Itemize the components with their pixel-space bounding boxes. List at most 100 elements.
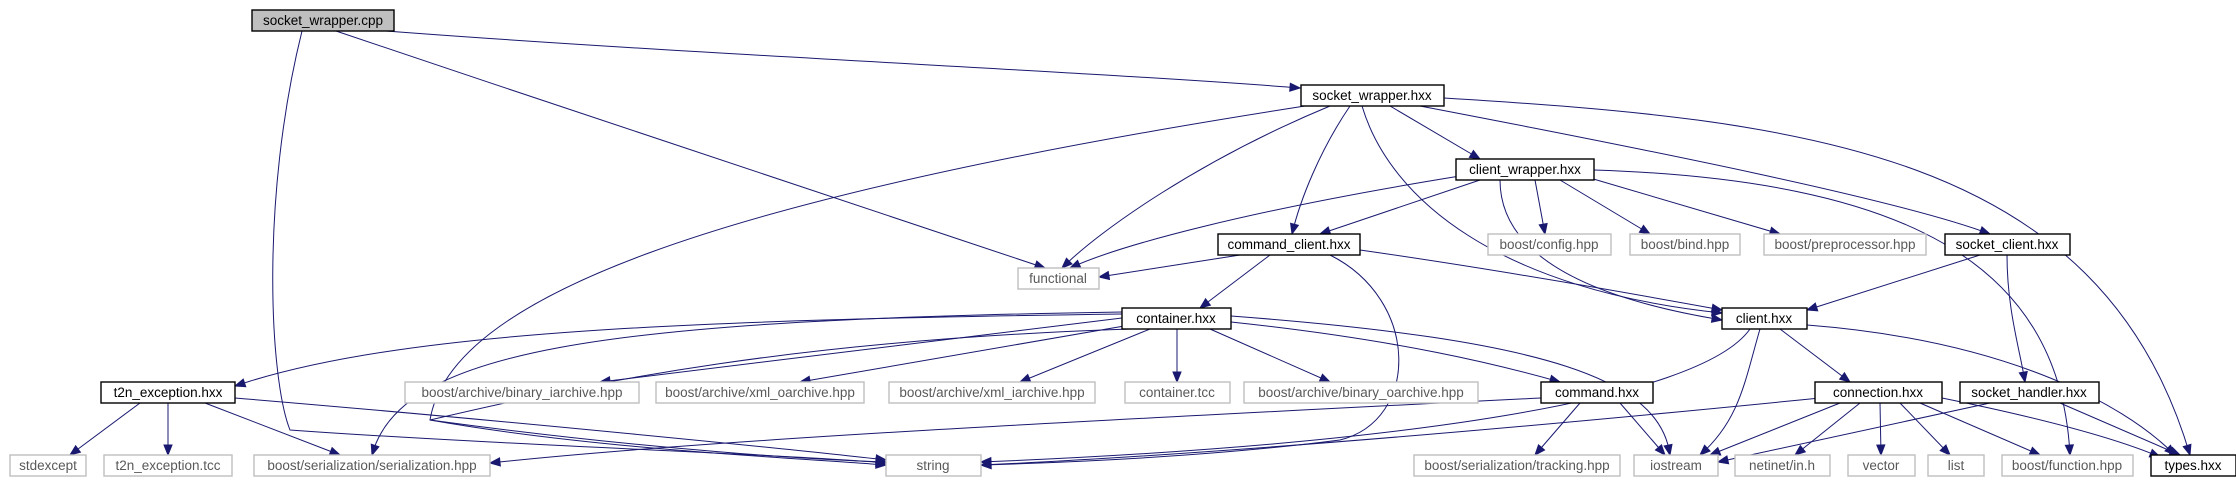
- node-string[interactable]: string: [885, 454, 982, 477]
- node-boost-function-hpp[interactable]: boost/function.hpp: [2001, 454, 2134, 477]
- edge-command-client-hxx-to-container-hxx: [1198, 254, 1271, 309]
- node-boost-serialization-serialization-hpp[interactable]: boost/serialization/serialization.hpp: [253, 454, 491, 477]
- node-command-client-hxx[interactable]: command_client.hxx: [1217, 233, 1361, 256]
- edge-connection-hxx-to-types-hxx: [1941, 397, 2162, 458]
- node-command-hxx[interactable]: command.hxx: [1540, 381, 1654, 404]
- node-socket-wrapper-cpp[interactable]: socket_wrapper.cpp: [251, 9, 395, 32]
- node-boost-archive-xml-iarchive[interactable]: boost/archive/xml_iarchive.hpp: [888, 381, 1096, 404]
- edge-connection-hxx-to-list: [1899, 402, 1951, 456]
- edge-socket-wrapper-hxx-to-types-hxx: [1443, 97, 2192, 457]
- node-stdexcept[interactable]: stdexcept: [9, 454, 87, 477]
- svg-text:boost/config.hpp: boost/config.hpp: [1499, 237, 1598, 252]
- edge-t2n-exception-hxx-to-t2n-exception-tcc: [163, 403, 173, 457]
- edge-connection-hxx-to-string: [979, 397, 1821, 470]
- node-container-hxx[interactable]: container.hxx: [1121, 307, 1232, 330]
- edge-container-hxx-to-binary-iarchive: [598, 317, 1123, 386]
- svg-text:boost/serialization/tracking.h: boost/serialization/tracking.hpp: [1424, 458, 1609, 473]
- edge-socket-wrapper-hxx-to-client-hxx: [1361, 105, 1724, 317]
- node-boost-bind-hpp[interactable]: boost/bind.hpp: [1629, 233, 1741, 256]
- node-t2n-exception-hxx[interactable]: t2n_exception.hxx: [100, 381, 236, 404]
- edge-client-wrapper-hxx-to-boost-bind-hpp: [1559, 179, 1652, 235]
- svg-text:client_wrapper.hxx: client_wrapper.hxx: [1469, 162, 1581, 177]
- edge-t2n-exception-hxx-to-serialization-hpp: [204, 402, 342, 456]
- edge-command-hxx-to-iostream: [1619, 402, 1666, 457]
- edge-command-hxx-to-serialization-hpp: [488, 397, 1542, 467]
- node-client-wrapper-hxx[interactable]: client_wrapper.hxx: [1455, 158, 1595, 181]
- svg-text:boost/preprocessor.hpp: boost/preprocessor.hpp: [1774, 237, 1915, 252]
- edge-command-client-hxx-to-client-hxx: [1359, 249, 1724, 313]
- svg-text:boost/archive/xml_oarchive.hpp: boost/archive/xml_oarchive.hpp: [665, 385, 855, 400]
- edge-container-hxx-to-binary-oarchive: [1209, 328, 1332, 383]
- node-socket-wrapper-hxx[interactable]: socket_wrapper.hxx: [1300, 84, 1445, 107]
- node-types-hxx[interactable]: types.hxx: [2150, 454, 2236, 477]
- edge-client-wrapper-hxx-to-command-client-hxx: [1318, 179, 1481, 236]
- edge-container-hxx-to-iostream: [1230, 315, 1673, 457]
- node-socket-client-hxx[interactable]: socket_client.hxx: [1944, 233, 2071, 256]
- svg-text:socket_client.hxx: socket_client.hxx: [1956, 237, 2059, 252]
- edge-connection-hxx-to-boost-function-hpp: [1919, 402, 2042, 456]
- edge-t2n-exception-hxx-to-string: [234, 397, 888, 464]
- node-iostream[interactable]: iostream: [1633, 454, 1719, 477]
- edge-connection-hxx-to-vector: [1876, 402, 1886, 457]
- edge-client-wrapper-hxx-to-boost-config-hpp: [1534, 179, 1548, 236]
- svg-text:t2n_exception.hxx: t2n_exception.hxx: [114, 385, 223, 400]
- svg-text:iostream: iostream: [1650, 458, 1702, 473]
- node-boost-archive-binary-iarchive[interactable]: boost/archive/binary_iarchive.hpp: [404, 381, 640, 404]
- svg-text:command.hxx: command.hxx: [1555, 385, 1639, 400]
- node-boost-preprocessor-hpp[interactable]: boost/preprocessor.hpp: [1763, 233, 1927, 256]
- edge-container-hxx-to-xml-oarchive: [798, 324, 1131, 385]
- svg-text:socket_wrapper.hxx: socket_wrapper.hxx: [1312, 88, 1432, 103]
- edge-container-hxx-to-xml-iarchive: [1018, 328, 1151, 383]
- edge-socket-wrapper-cpp-to-functional: [335, 30, 1047, 270]
- edge-socket-wrapper-hxx-to-string: [429, 105, 1306, 469]
- svg-text:list: list: [1948, 458, 1965, 473]
- svg-text:vector: vector: [1863, 458, 1900, 473]
- svg-text:command_client.hxx: command_client.hxx: [1227, 237, 1350, 252]
- svg-text:boost/archive/binary_oarchive.: boost/archive/binary_oarchive.hpp: [1258, 385, 1464, 400]
- svg-text:socket_handler.hxx: socket_handler.hxx: [1971, 385, 2087, 400]
- svg-text:boost/serialization/serializat: boost/serialization/serialization.hpp: [267, 458, 476, 473]
- svg-text:types.hxx: types.hxx: [2164, 458, 2221, 473]
- node-client-hxx[interactable]: client.hxx: [1721, 307, 1808, 330]
- svg-text:functional: functional: [1029, 271, 1087, 286]
- node-socket-handler-hxx[interactable]: socket_handler.hxx: [1959, 381, 2100, 404]
- edge-t2n-exception-hxx-to-stdexcept: [68, 402, 141, 456]
- node-boost-archive-binary-oarchive[interactable]: boost/archive/binary_oarchive.hpp: [1243, 381, 1479, 404]
- svg-text:boost/archive/xml_iarchive.hpp: boost/archive/xml_iarchive.hpp: [899, 385, 1084, 400]
- svg-text:client.hxx: client.hxx: [1736, 311, 1793, 326]
- edge-connection-hxx-to-netinet-in-h: [1793, 402, 1861, 456]
- edge-command-client-hxx-to-functional: [1097, 254, 1241, 281]
- edge-container-hxx-to-container-tcc: [1172, 329, 1182, 384]
- svg-text:t2n_exception.tcc: t2n_exception.tcc: [115, 458, 220, 473]
- node-boost-archive-xml-oarchive[interactable]: boost/archive/xml_oarchive.hpp: [655, 381, 865, 404]
- svg-text:stdexcept: stdexcept: [19, 458, 77, 473]
- svg-text:connection.hxx: connection.hxx: [1833, 385, 1923, 400]
- edge-socket-client-hxx-to-socket-handler-hxx: [2006, 254, 2028, 384]
- edge-socket-client-hxx-to-client-hxx: [1805, 254, 1981, 312]
- edge-client-wrapper-hxx-to-boost-function-hpp: [1593, 169, 2075, 457]
- edge-container-hxx-to-serialization-hpp: [370, 311, 1123, 457]
- edge-socket-wrapper-hxx-to-functional: [1061, 105, 1331, 269]
- svg-text:netinet/in.h: netinet/in.h: [1749, 458, 1815, 473]
- node-list[interactable]: list: [1927, 454, 1985, 477]
- svg-text:boost/bind.hpp: boost/bind.hpp: [1641, 237, 1730, 252]
- node-boost-serialization-tracking-hpp[interactable]: boost/serialization/tracking.hpp: [1413, 454, 1621, 477]
- node-boost-config-hpp[interactable]: boost/config.hpp: [1487, 233, 1612, 256]
- node-vector[interactable]: vector: [1847, 454, 1916, 477]
- edge-client-hxx-to-iostream: [1699, 328, 1761, 456]
- node-container-tcc[interactable]: container.tcc: [1124, 381, 1231, 404]
- svg-text:container.hxx: container.hxx: [1136, 311, 1216, 326]
- edge-container-hxx-to-command-hxx: [1230, 321, 1562, 384]
- node-t2n-exception-tcc[interactable]: t2n_exception.tcc: [103, 454, 233, 477]
- edge-connection-hxx-to-iostream: [1708, 402, 1841, 456]
- edge-socket-wrapper-hxx-to-client-wrapper-hxx: [1389, 105, 1482, 160]
- edge-command-hxx-to-tracking-hpp: [1534, 402, 1581, 457]
- edge-client-wrapper-hxx-to-boost-preprocessor-hpp: [1589, 177, 1782, 236]
- node-connection-hxx[interactable]: connection.hxx: [1814, 381, 1943, 404]
- node-netinet-in-h[interactable]: netinet/in.h: [1734, 454, 1831, 477]
- edge-socket-handler-hxx-to-types-hxx: [2059, 402, 2182, 456]
- node-functional[interactable]: functional: [1017, 267, 1100, 290]
- edge-socket-wrapper-cpp-to-socket-wrapper-hxx: [385, 30, 1302, 92]
- svg-text:string: string: [916, 458, 949, 473]
- edge-socket-handler-hxx-to-iostream: [1716, 402, 1991, 465]
